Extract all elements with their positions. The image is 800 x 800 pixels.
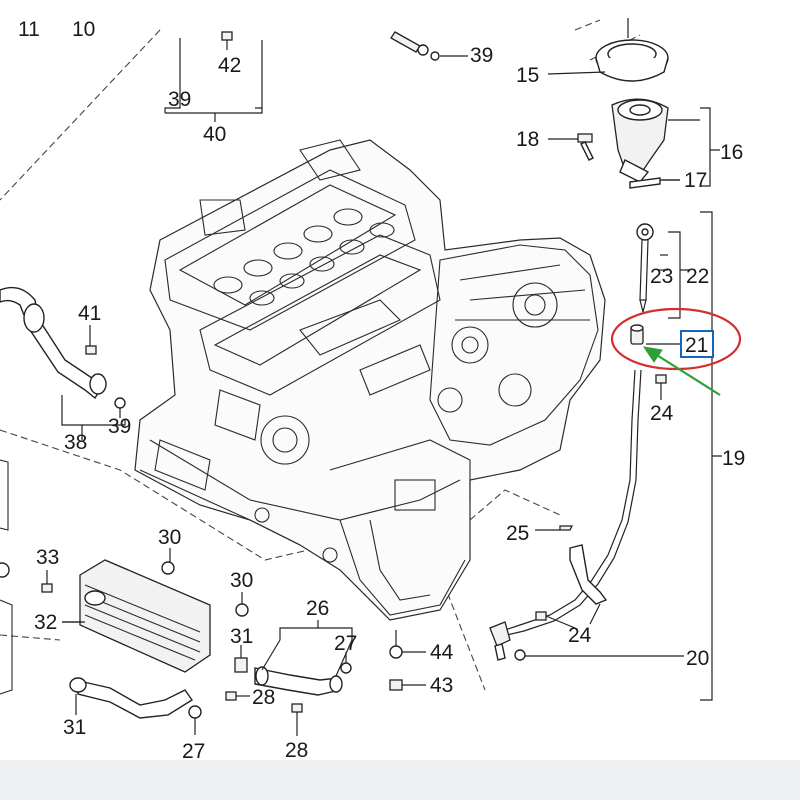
label-22: 22 bbox=[686, 265, 709, 288]
bottom-strip bbox=[0, 760, 800, 800]
label-41: 41 bbox=[78, 302, 101, 325]
label-38: 38 bbox=[64, 431, 87, 454]
label-18: 18 bbox=[516, 128, 539, 151]
label-30-lower: 30 bbox=[230, 569, 253, 592]
hose-38 bbox=[0, 286, 107, 400]
label-28-right: 28 bbox=[252, 686, 275, 709]
clamp-27-lower bbox=[188, 705, 202, 735]
label-30-upper: 30 bbox=[158, 526, 181, 549]
bracket-22 bbox=[668, 231, 690, 319]
hose-26 bbox=[254, 666, 343, 696]
left-edge-partial-parts bbox=[0, 459, 13, 695]
bolt-39-top bbox=[390, 31, 468, 61]
label-19: 19 bbox=[722, 447, 745, 470]
bracket-38 bbox=[61, 395, 126, 440]
bolt-42 bbox=[221, 31, 233, 50]
hose-31-lower bbox=[69, 677, 193, 719]
cap-15 bbox=[547, 18, 669, 82]
bracket-16 bbox=[700, 107, 720, 187]
label-31-left: 31 bbox=[63, 716, 86, 739]
label-33: 33 bbox=[36, 546, 59, 569]
label-15: 15 bbox=[516, 64, 539, 87]
spring-31 bbox=[234, 645, 248, 673]
bolt-24-lower bbox=[535, 611, 576, 629]
label-17: 17 bbox=[684, 169, 707, 192]
engine-block bbox=[134, 139, 606, 621]
highlight-arrow bbox=[642, 346, 721, 396]
bolt-33 bbox=[41, 570, 53, 593]
label-40: 40 bbox=[203, 123, 226, 146]
label-27-upper: 27 bbox=[334, 632, 357, 655]
oil-cooler-32 bbox=[62, 559, 211, 673]
label-31-right: 31 bbox=[230, 625, 253, 648]
bolt-18 bbox=[548, 133, 594, 161]
label-27-lower: 27 bbox=[182, 740, 205, 763]
oring-30-lower bbox=[235, 592, 249, 617]
filler-neck-16 bbox=[611, 98, 700, 183]
tube-end-20 bbox=[489, 621, 684, 661]
label-11: 11 bbox=[18, 18, 40, 41]
label-24-upper: 24 bbox=[650, 402, 674, 425]
label-20: 20 bbox=[686, 647, 709, 670]
dipstick-tube-19 bbox=[504, 369, 642, 636]
oring-30-upper bbox=[161, 548, 175, 575]
bracket-40 bbox=[164, 38, 263, 122]
bracket-25 bbox=[535, 525, 608, 605]
bolt-28-lower bbox=[291, 703, 303, 736]
label-26: 26 bbox=[306, 597, 329, 620]
bolt-41 bbox=[85, 325, 97, 355]
bolt-24-upper bbox=[655, 374, 667, 390]
plug-43 bbox=[389, 679, 426, 691]
bracket-26 bbox=[279, 620, 353, 640]
label-43: 43 bbox=[430, 674, 453, 697]
label-16: 16 bbox=[720, 141, 743, 164]
part-labels: 11 10 42 39 39 40 15 16 18 17 23 22 21 2… bbox=[18, 18, 745, 763]
label-28-lower: 28 bbox=[285, 739, 308, 762]
highlight-callout-ellipse bbox=[610, 307, 742, 371]
label-25: 25 bbox=[506, 522, 529, 545]
label-32: 32 bbox=[34, 611, 57, 634]
leader-lines bbox=[62, 179, 680, 677]
plug-44 bbox=[389, 630, 426, 659]
label-39-top: 39 bbox=[470, 44, 493, 67]
label-44: 44 bbox=[430, 641, 454, 664]
label-42: 42 bbox=[218, 54, 241, 77]
highlight-label-box bbox=[680, 330, 714, 358]
bracket-19 bbox=[700, 211, 722, 701]
label-10: 10 bbox=[72, 18, 95, 41]
label-39-bracket: 39 bbox=[168, 88, 191, 111]
dipstick-22 bbox=[636, 223, 668, 313]
seal-21 bbox=[630, 324, 644, 345]
bolt-28-left bbox=[225, 691, 250, 701]
label-23: 23 bbox=[650, 265, 673, 288]
clamp-27-upper bbox=[340, 652, 352, 674]
label-21: 21 bbox=[685, 334, 708, 357]
label-24-lower: 24 bbox=[568, 624, 592, 647]
oring-39-left bbox=[114, 397, 126, 418]
label-39-left: 39 bbox=[108, 415, 131, 438]
